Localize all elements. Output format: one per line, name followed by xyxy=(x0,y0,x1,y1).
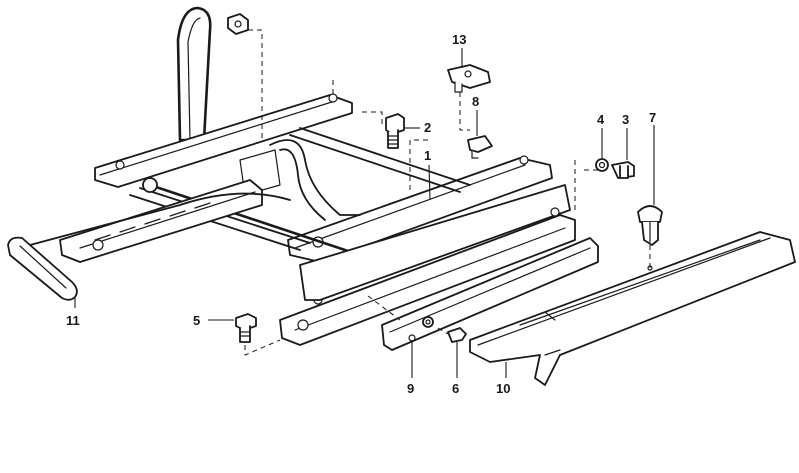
svg-text:7: 7 xyxy=(649,110,656,125)
callout-9: 9 xyxy=(407,340,414,396)
bolt-5 xyxy=(235,313,257,343)
seat-frame xyxy=(59,93,579,346)
callout-6: 6 xyxy=(452,342,459,396)
svg-text:5: 5 xyxy=(193,313,200,328)
svg-text:1: 1 xyxy=(424,148,431,163)
grab-bar xyxy=(176,6,212,142)
nut-top xyxy=(227,13,249,35)
callout-5: 5 xyxy=(193,313,234,328)
callout-3: 3 xyxy=(622,112,629,160)
svg-text:6: 6 xyxy=(452,381,459,396)
bolt-2 xyxy=(385,113,405,149)
rivet-7 xyxy=(637,205,663,246)
callout-1: 1 xyxy=(424,148,431,201)
svg-text:13: 13 xyxy=(452,32,466,47)
callout-8: 8 xyxy=(472,94,479,136)
svg-text:2: 2 xyxy=(424,120,431,135)
release-cable xyxy=(29,192,291,246)
side-plate-9 xyxy=(381,237,599,351)
svg-text:9: 9 xyxy=(407,381,414,396)
svg-text:8: 8 xyxy=(472,94,479,109)
screw-3 xyxy=(611,161,635,179)
callout-13: 13 xyxy=(452,32,466,68)
callout-2: 2 xyxy=(404,120,431,135)
washer-4 xyxy=(595,158,609,172)
screw-6 xyxy=(422,316,467,343)
callout-10: 10 xyxy=(496,362,510,396)
trim-cover-10 xyxy=(469,231,796,386)
clip-8 xyxy=(467,135,493,159)
release-handle xyxy=(7,236,78,301)
callout-11: 11 xyxy=(66,297,80,328)
svg-text:10: 10 xyxy=(496,381,510,396)
svg-text:11: 11 xyxy=(66,313,80,328)
alignment-lines xyxy=(244,29,651,356)
callout-4: 4 xyxy=(597,112,605,158)
clip-13 xyxy=(447,64,491,93)
svg-text:4: 4 xyxy=(597,112,605,127)
callout-7: 7 xyxy=(649,110,656,205)
mount-hole-marker xyxy=(647,265,653,271)
svg-text:3: 3 xyxy=(622,112,629,127)
